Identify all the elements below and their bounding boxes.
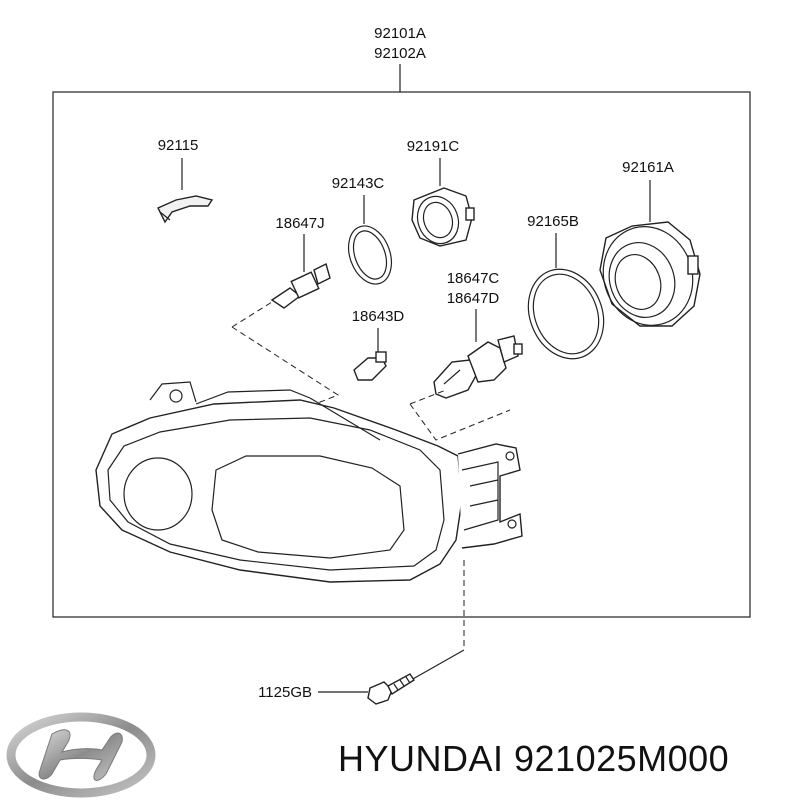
label-92143C: 92143C xyxy=(332,175,385,192)
label-92165B: 92165B xyxy=(527,213,579,230)
mounting-bracket xyxy=(457,443,523,549)
part-number-caption: HYUNDAI 921025M000 xyxy=(338,738,730,779)
label-92191C: 92191C xyxy=(407,138,460,155)
gasket-part xyxy=(527,268,605,360)
headlamp-housing xyxy=(95,381,463,583)
dust-cover-part xyxy=(599,221,701,327)
o-ring-part xyxy=(347,225,393,285)
hyundai-logo-icon xyxy=(6,712,156,798)
diagram-frame xyxy=(52,91,751,618)
label-92161A: 92161A xyxy=(622,159,674,176)
label-92115: 92115 xyxy=(158,137,199,154)
label-1125GB: 1125GB xyxy=(258,684,312,701)
label-18647C: 18647C xyxy=(447,270,500,287)
bolt-part xyxy=(367,673,415,705)
small-bulb-part xyxy=(270,262,331,309)
guide-line-right xyxy=(409,389,511,441)
label-92101A: 92101A xyxy=(374,25,426,42)
halogen-bulb-part xyxy=(433,335,523,399)
socket-part xyxy=(411,187,475,247)
guide-line-left xyxy=(231,301,340,411)
label-92102A: 92102A xyxy=(374,45,426,62)
label-18643D: 18643D xyxy=(352,308,405,325)
bulb-cap-part xyxy=(157,195,214,224)
leader-bolt-diagonal xyxy=(403,649,465,685)
label-18647D: 18647D xyxy=(447,290,500,307)
wedge-bulb-part xyxy=(353,351,387,381)
label-18647J: 18647J xyxy=(275,215,324,232)
